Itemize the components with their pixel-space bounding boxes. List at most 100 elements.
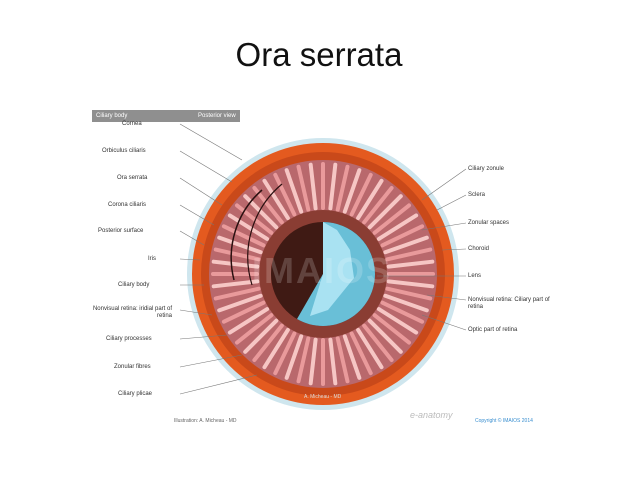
ciliary-process bbox=[367, 194, 403, 230]
ciliary-process bbox=[362, 185, 394, 225]
ciliary-process bbox=[234, 313, 274, 345]
ciliary-process bbox=[262, 327, 290, 370]
ciliary-process bbox=[284, 334, 304, 380]
label-ciliary-body: Ciliary body bbox=[118, 282, 150, 288]
leader-line bbox=[179, 177, 223, 206]
curve-arrow-2 bbox=[247, 183, 283, 286]
leader-line bbox=[441, 248, 467, 251]
ciliary-process bbox=[308, 162, 318, 211]
ciliary-process bbox=[385, 286, 433, 301]
label-cornea: Cornea bbox=[122, 121, 142, 127]
ciliary-process bbox=[342, 334, 362, 380]
label-ciliary-processes: Ciliary processes bbox=[106, 336, 152, 342]
eye-illustration bbox=[179, 123, 467, 410]
leader-line bbox=[179, 123, 243, 161]
label-lens: Lens bbox=[468, 273, 482, 279]
leader-line bbox=[179, 230, 205, 246]
leader-line bbox=[421, 222, 467, 231]
label-nonvisual-retina-ciliary: Nonvisual retina: Ciliary part of retina bbox=[468, 297, 550, 310]
figure-header: Ciliary body Posterior view bbox=[92, 110, 240, 122]
label-ora-serrata: Ora serrata bbox=[117, 175, 148, 181]
figure-header-right: Posterior view bbox=[198, 113, 236, 119]
ciliary-process bbox=[376, 307, 419, 335]
ciliary-process bbox=[383, 235, 429, 255]
figure-header-left: Ciliary body bbox=[96, 113, 128, 119]
leader-line bbox=[179, 204, 215, 226]
leader-line bbox=[179, 354, 243, 368]
leader-line bbox=[179, 309, 213, 316]
ciliary-body-figure: Ciliary body Posterior view Cornea Orbic… bbox=[92, 110, 554, 432]
label-corona-ciliaris: Corona ciliaris bbox=[108, 202, 147, 208]
ciliary-process bbox=[372, 203, 412, 235]
label-zonular-fibres: Zonular fibres bbox=[114, 364, 151, 370]
ciliary-process bbox=[252, 323, 284, 363]
leader-line bbox=[179, 150, 233, 183]
ciliary-process bbox=[362, 323, 394, 363]
leader-line bbox=[179, 334, 228, 340]
ciliary-process bbox=[386, 279, 435, 289]
ciliary-process bbox=[213, 286, 261, 301]
inner-credit: A. Micheau - MD bbox=[304, 394, 342, 400]
ciliary-process bbox=[296, 336, 311, 384]
ciliary-process bbox=[328, 337, 338, 386]
ciliary-process bbox=[349, 331, 373, 376]
leader-line bbox=[179, 374, 258, 395]
ciliary-process bbox=[380, 224, 425, 248]
ciliary-process bbox=[234, 203, 274, 235]
ciliary-process bbox=[349, 172, 373, 217]
ciliary-process bbox=[227, 213, 270, 241]
ciliary-process bbox=[308, 337, 318, 386]
ciliary-process bbox=[221, 300, 266, 324]
label-choroid: Choroid bbox=[468, 246, 490, 252]
label-iris: Iris bbox=[148, 256, 156, 262]
lens-highlight bbox=[310, 222, 354, 316]
ciliary-process bbox=[273, 172, 297, 217]
ciliary-process bbox=[380, 300, 425, 324]
ciliary-process bbox=[356, 178, 384, 221]
ciliary-process bbox=[376, 213, 419, 241]
ciliary-process bbox=[356, 327, 384, 370]
leader-lines bbox=[179, 123, 467, 395]
ciliary-process bbox=[211, 279, 260, 289]
ciliary-process bbox=[273, 331, 297, 376]
ciliary-process bbox=[385, 247, 433, 262]
watermark: IMAIOS bbox=[252, 250, 393, 291]
ciliary-process bbox=[335, 164, 350, 212]
label-sclera: Sclera bbox=[468, 192, 486, 198]
ciliary-process bbox=[383, 293, 429, 313]
leader-line bbox=[436, 194, 467, 211]
leader-line bbox=[179, 258, 201, 261]
ciliary-process bbox=[284, 168, 304, 214]
ciliary-process bbox=[221, 224, 266, 248]
ciliary-process bbox=[262, 178, 290, 221]
label-zonular-spaces: Zonular spaces bbox=[468, 220, 510, 226]
copyright: Copyright © IMAIOS 2014 bbox=[475, 418, 533, 424]
ciliary-process bbox=[296, 164, 311, 212]
label-posterior-surface: Posterior surface bbox=[98, 228, 144, 234]
ciliary-process bbox=[227, 307, 270, 335]
ciliary-processes-group bbox=[211, 162, 435, 386]
ciliary-process bbox=[386, 259, 435, 269]
label-ciliary-zonule: Ciliary zonule bbox=[468, 166, 505, 172]
ciliary-process bbox=[335, 336, 350, 384]
ciliary-process bbox=[367, 318, 403, 354]
ciliary-process bbox=[217, 235, 263, 255]
label-nonvisual-retina-iridial: Nonvisual retina: iridial part of retina bbox=[92, 306, 172, 319]
brand-logo: e-anatomy bbox=[410, 410, 453, 420]
ciliary-process bbox=[243, 318, 279, 354]
label-optic-part-of-retina: Optic part of retina bbox=[468, 327, 518, 333]
curve-arrow-1 bbox=[230, 189, 263, 281]
slide-title: Ora serrata bbox=[235, 36, 403, 73]
leader-line bbox=[426, 294, 467, 301]
ciliary-process bbox=[211, 259, 260, 269]
leader-line bbox=[421, 314, 467, 331]
ciliary-process bbox=[372, 313, 412, 345]
label-ciliary-plicae: Ciliary plicae bbox=[118, 391, 153, 397]
ciliary-process bbox=[217, 293, 263, 313]
ciliary-process bbox=[342, 168, 362, 214]
ciliary-process bbox=[213, 247, 261, 262]
leader-line bbox=[421, 168, 467, 201]
label-orbiculus-ciliaris: Orbiculus ciliaris bbox=[102, 148, 146, 154]
ciliary-process bbox=[328, 162, 338, 211]
illustrator-credit: Illustration: A. Micheau - MD bbox=[174, 418, 237, 424]
